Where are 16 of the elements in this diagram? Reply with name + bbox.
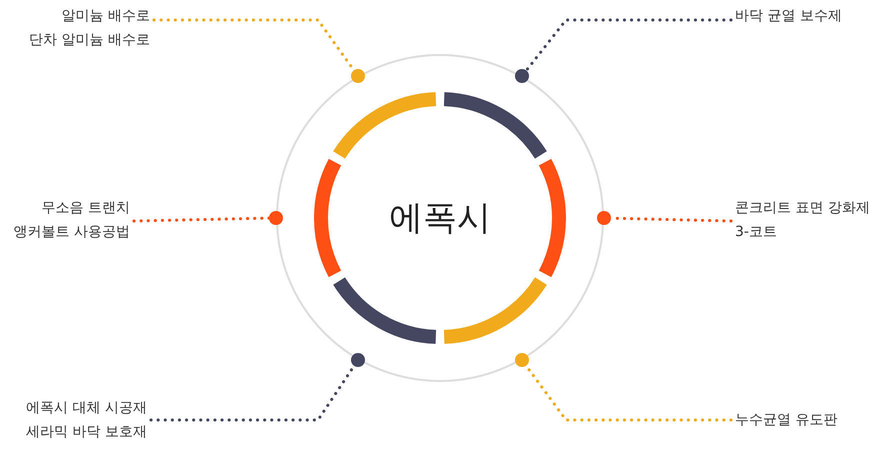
item-title: 콘크리트 표면 강화제	[735, 199, 870, 218]
item-title: 바닥 균열 보수제	[735, 7, 842, 26]
item-title: 에폭시 대체 시공재	[26, 399, 147, 418]
marker-dot	[597, 211, 611, 225]
center-title: 에폭시	[389, 197, 491, 240]
item-title: 무소음 트랜치	[40, 199, 130, 218]
item-subtitle: 단차 알미늄 배수로	[29, 31, 150, 50]
marker-dot	[269, 211, 283, 225]
item-subtitle: 3-코트	[735, 223, 778, 242]
item-subtitle: 앵커볼트 사용공법	[14, 223, 130, 242]
leader-line	[524, 18, 732, 72]
item-title: 알미늄 배수로	[60, 7, 150, 26]
item-title: 누수균열 유도판	[735, 411, 838, 430]
item-subtitle: 세라믹 바닥 보호재	[26, 423, 147, 442]
circle-outline	[276, 54, 604, 382]
leader-line	[132, 216, 270, 222]
